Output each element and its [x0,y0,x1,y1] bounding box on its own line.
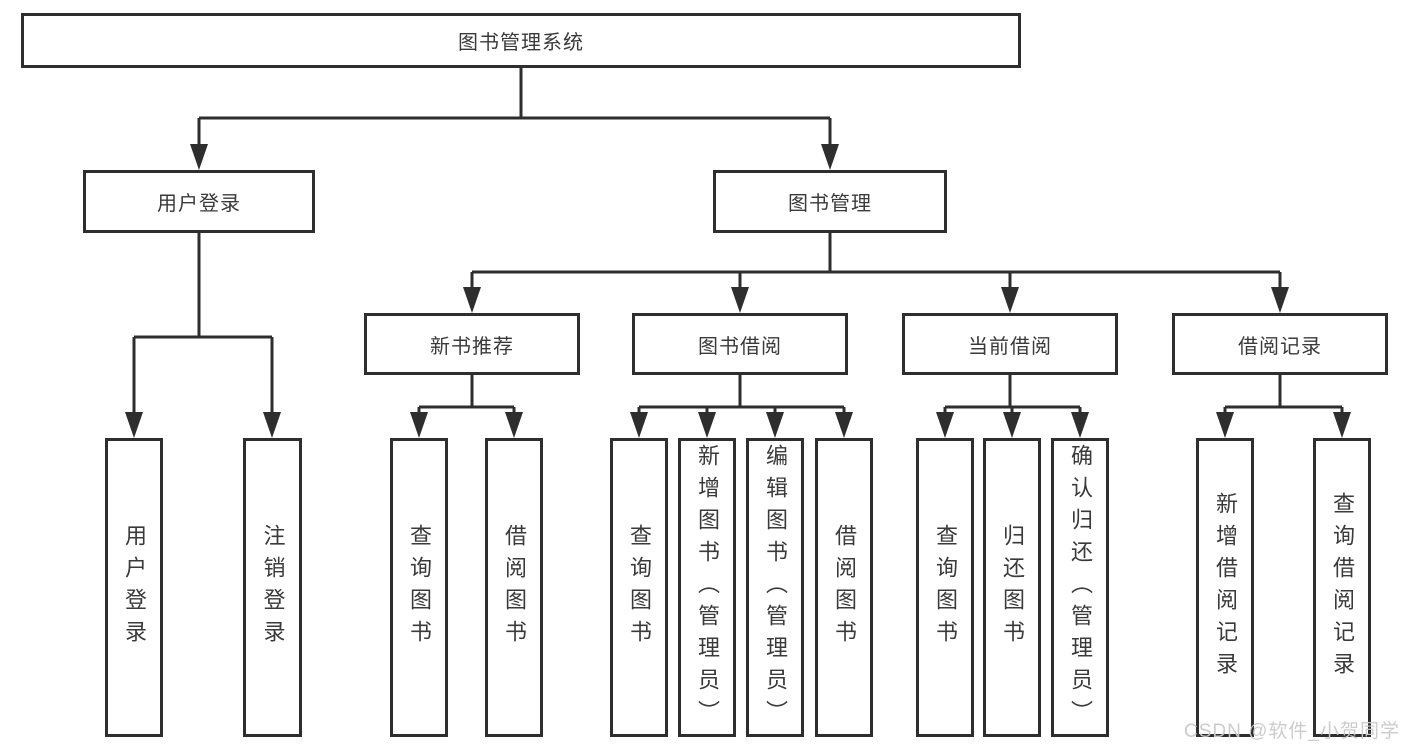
leaf-label: 注销登录 [260,523,286,652]
node-leaf-query-borrow-record: 查询借阅记录 [1313,438,1371,737]
leaf-label: 新增借阅记录 [1213,491,1238,684]
node-book-management: 图书管理 [713,170,947,233]
leaf-label: 用户登录 [122,523,147,652]
node-book-borrowing: 图书借阅 [632,313,848,375]
node-leaf-return-books: 归还图书 [983,438,1041,737]
node-borrowing-records: 借阅记录 [1172,313,1388,375]
node-leaf-add-borrow-record: 新增借阅记录 [1196,438,1254,737]
node-new-book-recommendation: 新书推荐 [364,313,580,375]
leaf-label: 查询图书 [933,523,958,652]
node-leaf-query-books-1: 查询图书 [390,438,448,737]
node-library-management-system: 图书管理系统 [21,13,1021,68]
node-leaf-borrow-books-1: 借阅图书 [485,438,543,737]
leaf-label: 查询借阅记录 [1330,491,1355,684]
leaf-label: 新增图书（管理员） [695,443,720,732]
leaf-label: 查询图书 [407,523,432,652]
node-current-borrowing: 当前借阅 [902,313,1118,375]
node-user-login: 用户登录 [83,170,315,233]
node-leaf-edit-books-admin: 编辑图书（管理员） [746,438,804,737]
leaf-label: 编辑图书（管理员） [763,443,788,732]
node-leaf-user-login: 用户登录 [105,438,163,737]
node-leaf-logout: 注销登录 [243,438,302,737]
node-leaf-add-books-admin: 新增图书（管理员） [678,438,736,737]
leaf-label: 确认归还（管理员） [1068,443,1093,732]
node-leaf-confirm-return-admin: 确认归还（管理员） [1051,438,1109,737]
node-leaf-borrow-books-2: 借阅图书 [815,438,873,737]
leaf-label: 借阅图书 [502,523,527,652]
node-leaf-query-books-2: 查询图书 [610,438,668,737]
csdn-watermark: CSDN @软件_小贺同学 [1184,721,1400,742]
node-leaf-query-books-3: 查询图书 [916,438,974,737]
leaf-label: 查询图书 [627,523,652,652]
leaf-label: 借阅图书 [832,523,857,652]
leaf-label: 归还图书 [1000,523,1025,652]
